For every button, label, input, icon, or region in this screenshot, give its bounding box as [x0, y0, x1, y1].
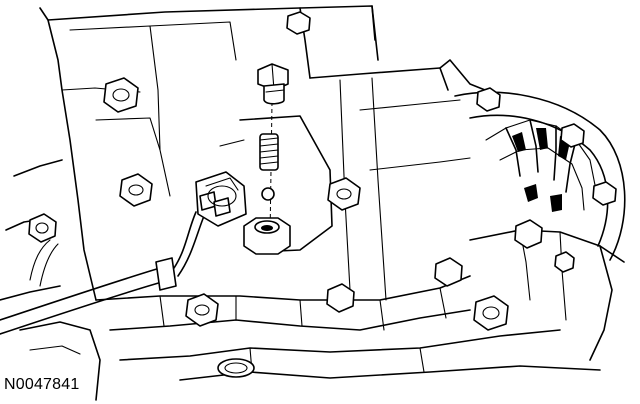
bolt-far-left	[28, 213, 57, 243]
bolt-upper-left	[103, 77, 139, 113]
valve-spring	[259, 133, 279, 171]
bolt-top-center	[286, 11, 311, 35]
bolt-lower-mid	[434, 257, 463, 287]
bolt-center	[327, 177, 361, 211]
bolt-bottom-right	[473, 295, 509, 331]
valve-bore	[243, 217, 291, 255]
bolt-left-mid	[119, 173, 153, 207]
valve-assembly	[243, 63, 291, 255]
bolt-right-2	[592, 181, 617, 206]
valve-plug	[257, 63, 289, 105]
wiring-harness	[0, 211, 205, 335]
figure-reference-code: N0047841	[4, 376, 80, 393]
bolt-right-3	[514, 219, 543, 249]
sensor-connector	[195, 171, 247, 227]
bolt-right-1	[560, 123, 585, 148]
bolt-top-right	[476, 87, 501, 112]
bolt-small-right	[554, 251, 575, 273]
case-bolts	[28, 11, 617, 331]
bolt-lower-left	[185, 293, 219, 327]
check-ball	[261, 187, 275, 201]
bolt-lower-center	[326, 283, 355, 313]
transmission-case	[0, 5, 626, 401]
